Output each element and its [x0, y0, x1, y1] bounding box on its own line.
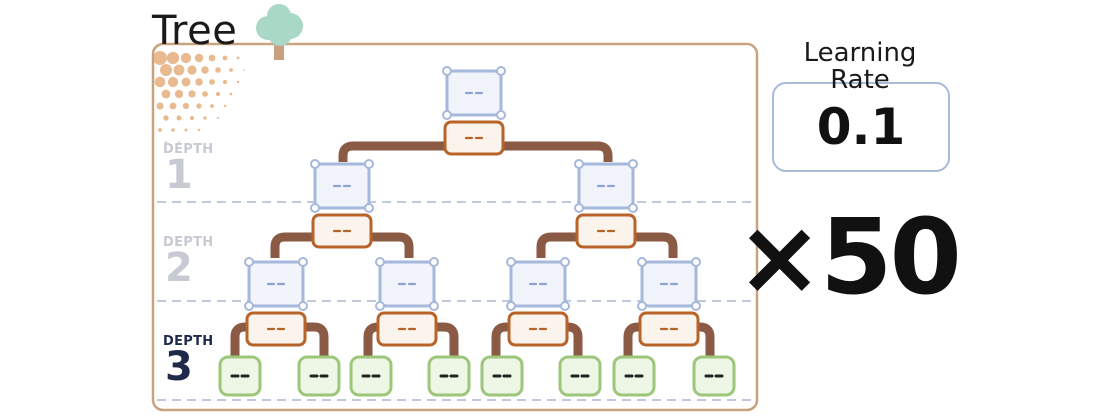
leaf-node	[218, 355, 262, 397]
pattern-dot	[203, 116, 207, 120]
depth-1-left-node-threshold	[311, 213, 373, 249]
root-node-feature	[442, 66, 506, 120]
depth-1-number: 1	[165, 152, 193, 198]
depth-3-label: DEPTH	[163, 334, 214, 349]
leaf-node	[349, 355, 393, 397]
pattern-dot	[158, 128, 162, 132]
tree-count-multiplier: ×50	[736, 196, 962, 318]
pattern-dot	[194, 53, 204, 63]
pattern-dot	[217, 117, 219, 119]
pattern-dot	[202, 91, 208, 97]
depth-2-node-1-feature	[244, 257, 308, 311]
pattern-dot	[188, 90, 196, 98]
depth-3-number: 3	[165, 344, 193, 390]
pattern-dot	[171, 128, 175, 132]
depth-2-number: 2	[165, 245, 193, 291]
leaf-node	[480, 355, 524, 397]
pattern-dot	[222, 79, 228, 85]
pattern-dot	[161, 89, 171, 99]
leaf-node	[297, 355, 341, 397]
pattern-dot	[182, 102, 190, 110]
pattern-dot	[154, 76, 166, 88]
leaf-node	[427, 355, 471, 397]
pattern-dot	[236, 56, 240, 60]
tree-icon	[256, 4, 303, 60]
pattern-dot	[178, 141, 180, 143]
pattern-dot	[208, 54, 216, 62]
depth-2-node-4-feature	[637, 257, 701, 311]
depth-1-left-node-feature	[310, 159, 374, 213]
decorative-dot-pattern	[153, 51, 245, 143]
pattern-dot	[165, 141, 167, 143]
tree-title: Tree	[152, 8, 238, 54]
pattern-dot	[166, 51, 180, 65]
depth-2-node-3-threshold	[507, 311, 569, 347]
pattern-dot	[174, 89, 184, 99]
pattern-dot	[201, 66, 209, 74]
pattern-dot	[160, 64, 172, 76]
pattern-dot	[181, 77, 191, 87]
pattern-dot	[222, 55, 228, 61]
learning-rate-box	[772, 82, 950, 172]
depth-2-node-1-threshold	[245, 311, 307, 347]
pattern-dot	[229, 92, 233, 96]
depth-1-label: DEPTH	[163, 142, 214, 157]
pattern-dot	[197, 128, 201, 132]
pattern-dot	[236, 80, 240, 84]
pattern-dot	[243, 69, 245, 71]
pattern-dot	[215, 67, 221, 73]
learning-rate-label: Learning Rate	[803, 38, 917, 95]
pattern-dot	[215, 91, 221, 97]
pattern-dot	[153, 51, 167, 65]
pattern-dot	[189, 115, 195, 121]
learning-rate-value: 0.1	[816, 98, 906, 156]
pattern-dot	[223, 104, 227, 108]
tree-nodes	[218, 66, 736, 397]
depth-2-node-4-threshold	[638, 311, 700, 347]
depth-1-right-node-threshold	[575, 213, 637, 249]
pattern-dot	[176, 115, 182, 121]
depth-2-node-3-feature	[506, 257, 570, 311]
pattern-dot	[209, 79, 215, 85]
pattern-dot	[210, 104, 214, 108]
leaf-node	[692, 355, 736, 397]
pattern-dot	[184, 128, 188, 132]
leaf-node	[612, 355, 656, 397]
pattern-dot	[167, 76, 179, 88]
pattern-dot	[156, 102, 164, 110]
pattern-dot	[229, 68, 233, 72]
depth-2-node-2-feature	[375, 257, 439, 311]
depth-2-node-2-threshold	[376, 311, 438, 347]
depth-1-right-node-feature	[574, 159, 638, 213]
pattern-dot	[173, 64, 185, 76]
pattern-dot	[196, 103, 202, 109]
pattern-dot	[180, 52, 192, 64]
pattern-dot	[169, 102, 177, 110]
depth-2-label: DEPTH	[163, 235, 214, 250]
pattern-dot	[195, 78, 203, 86]
leaf-node	[558, 355, 602, 397]
pattern-dot	[163, 115, 169, 121]
tree-frame	[151, 42, 759, 412]
root-node-threshold	[443, 120, 505, 156]
pattern-dot	[187, 65, 197, 75]
